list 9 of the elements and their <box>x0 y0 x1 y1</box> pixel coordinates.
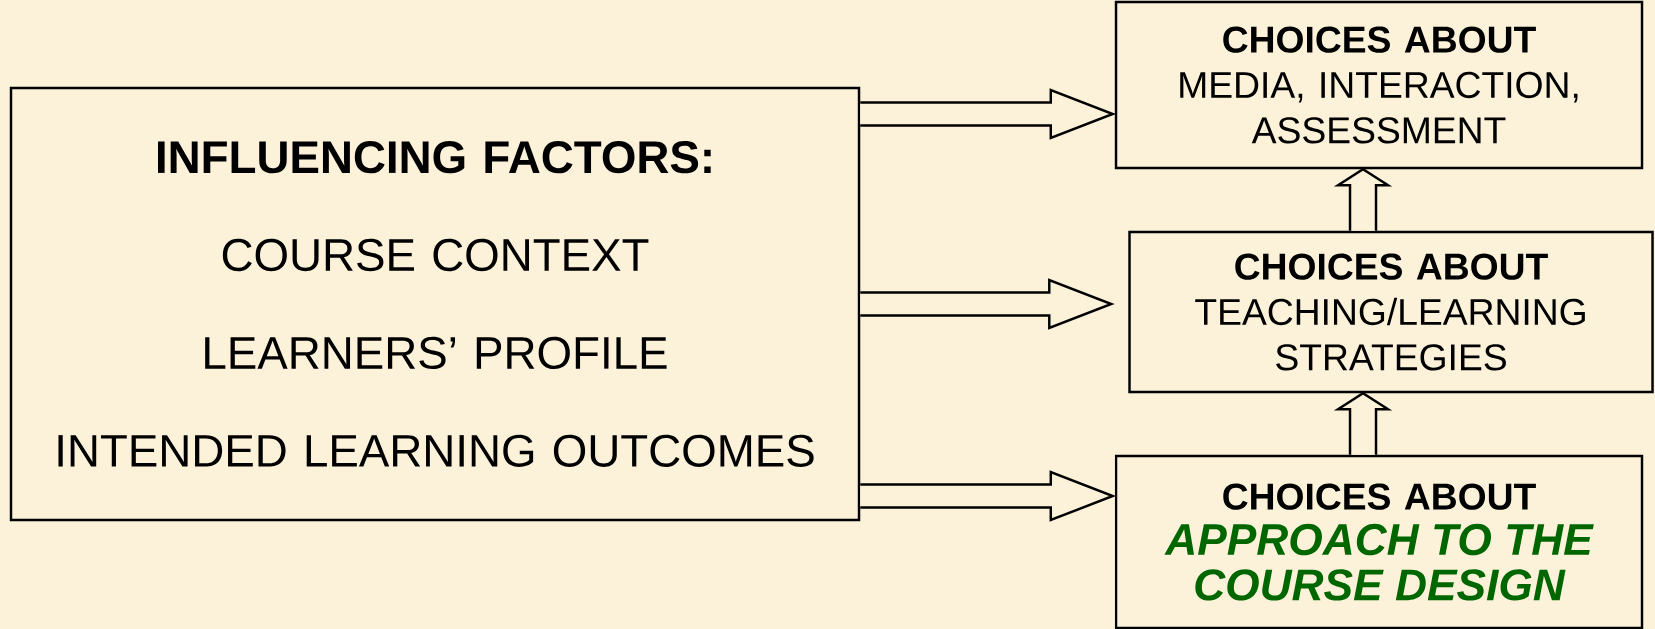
choice-box: CHOICES ABOUT TEACHING/LEARNING STRATEGIES <box>1128 230 1654 394</box>
factors-box: INFLUENCING FACTORS: COURSE CONTEXT LEARNERS’ PROFILE INTENDED LEARNING OUTCOMES <box>9 86 861 522</box>
choice-box: CHOICES ABOUT APPROACH TO THE COURSE DESIGN <box>1114 454 1644 629</box>
block-arrow <box>859 470 1117 522</box>
block-arrow <box>1333 167 1393 232</box>
block-arrow <box>859 88 1117 140</box>
block-arrow <box>1333 391 1393 456</box>
block-arrow <box>859 278 1115 330</box>
choice-box: CHOICES ABOUT MEDIA, INTERACTION, ASSESSMENT <box>1114 0 1644 170</box>
